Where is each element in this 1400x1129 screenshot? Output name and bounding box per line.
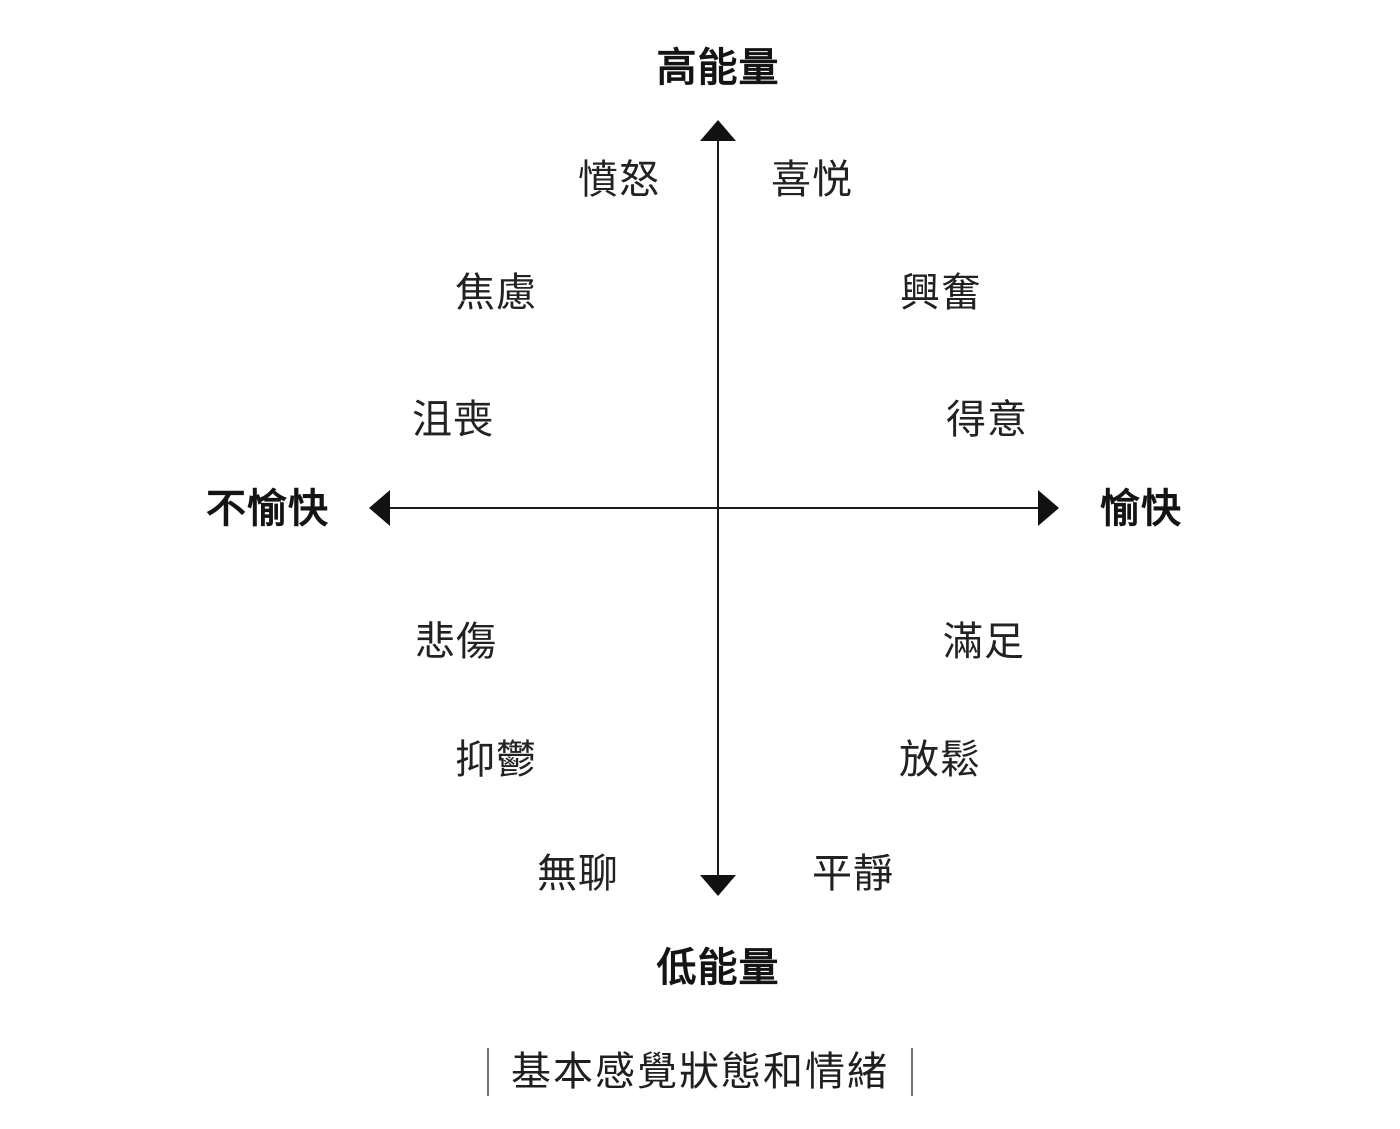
caption-separator-right <box>911 1048 913 1096</box>
caption-separator-left <box>487 1048 489 1096</box>
arrow-left-icon <box>369 490 390 526</box>
arrow-down-icon <box>700 875 736 896</box>
emotion-label-calm: 平靜 <box>812 852 894 896</box>
caption-text: 基本感覺狀態和情緒 <box>511 1050 889 1094</box>
horizontal-axis-line <box>388 507 1040 509</box>
axis-label-pleasant: 愉快 <box>1100 487 1182 531</box>
emotion-label-depression: 抑鬱 <box>455 738 537 782</box>
emotion-label-dejection: 沮喪 <box>412 398 494 442</box>
emotion-label-excitement: 興奮 <box>900 271 982 315</box>
emotion-label-sadness: 悲傷 <box>415 620 497 664</box>
emotion-label-boredom: 無聊 <box>537 852 619 896</box>
emotion-label-contentment: 滿足 <box>943 620 1025 664</box>
emotion-label-anxiety: 焦慮 <box>455 271 537 315</box>
axis-label-low-energy: 低能量 <box>656 946 780 990</box>
arrow-right-icon <box>1038 490 1059 526</box>
emotion-label-joy: 喜悦 <box>771 158 853 202</box>
caption: 基本感覺狀態和情緒 <box>0 1048 1400 1096</box>
emotion-label-relaxation: 放鬆 <box>899 738 981 782</box>
axis-label-unpleasant: 不愉快 <box>206 487 329 531</box>
emotion-label-anger: 憤怒 <box>578 158 660 202</box>
axis-label-high-energy: 高能量 <box>656 46 780 90</box>
emotion-label-pride: 得意 <box>946 398 1028 442</box>
arrow-up-icon <box>700 120 736 141</box>
